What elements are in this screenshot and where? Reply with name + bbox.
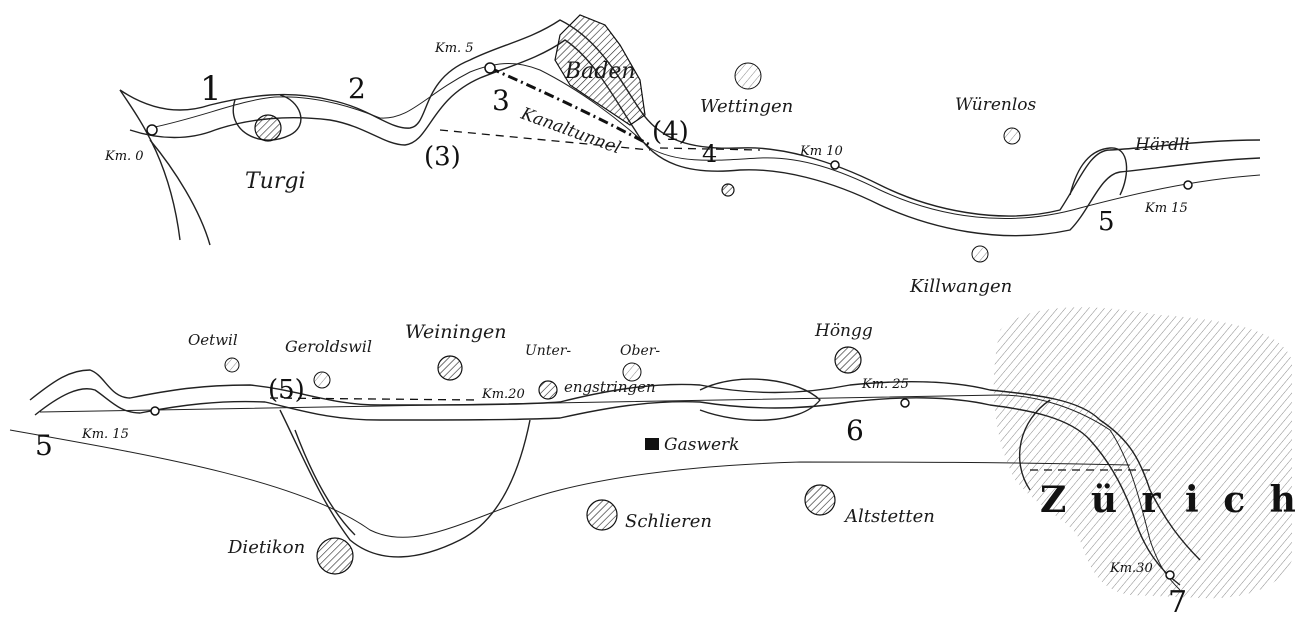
label-number-4: 4: [702, 140, 717, 168]
label-km5: Km. 5: [434, 41, 474, 56]
km0-marker: [146, 124, 158, 136]
km25-marker: [900, 398, 910, 408]
wurenlos-town-circle: [1003, 127, 1021, 145]
label-wurenlos: Würenlos: [955, 95, 1037, 115]
label-hongg: Höngg: [814, 321, 873, 341]
baden-town-area: [554, 14, 646, 126]
wettingen-town-circle: [734, 62, 762, 90]
railway-bottom: [39, 394, 1181, 591]
label-km25: Km. 25: [861, 377, 909, 392]
label-baden: Baden: [564, 59, 636, 84]
label-km30: Km.30: [1109, 561, 1153, 576]
label-geroldswil: Geroldswil: [285, 337, 372, 356]
label-zurich: Z ü r i c h: [1040, 479, 1298, 521]
label-gaswerk: Gaswerk: [664, 435, 739, 455]
river-spur-zurich: [1018, 399, 1051, 491]
label-oetwil: Oetwil: [188, 331, 238, 349]
label-number-1: 1: [200, 69, 222, 109]
label-hardli: Härdli: [1134, 135, 1190, 155]
killwangen-town-circle: [971, 245, 989, 263]
unterengstringen-town-circle: [538, 380, 558, 400]
km30-marker: [1165, 570, 1175, 580]
railway-bottom-2: [9, 429, 1131, 538]
km5-marker: [484, 62, 496, 74]
oetwil-town-circle: [224, 357, 240, 373]
label-km15-top: Km 15: [1144, 201, 1188, 216]
river-oxbow-turgi: [232, 94, 302, 141]
dashed-connector-4: [659, 147, 761, 151]
turgi-town-circle: [254, 114, 282, 142]
label-km10: Km 10: [799, 144, 843, 159]
label-ober: Ober-: [620, 343, 660, 359]
river-bank-top-south: [129, 39, 1261, 237]
label-number-3p: (3): [424, 142, 461, 172]
river-bank-bottom-south: [34, 388, 1181, 586]
label-number-5p: (5): [268, 375, 305, 405]
label-number-5-bottom: 5: [35, 429, 53, 462]
label-number-3: 3: [492, 84, 510, 117]
km10-marker: [830, 160, 840, 170]
canal-tunnel-line: [489, 66, 651, 147]
geroldswil-town-circle: [313, 371, 331, 389]
river-loop-dietikon: [279, 409, 531, 558]
label-number-5-top: 5: [1098, 207, 1115, 237]
river-branch-left: [119, 89, 181, 241]
label-dietikon: Dietikon: [227, 537, 305, 558]
label-number-2: 2: [348, 72, 366, 105]
oberengstringen-town-circle: [622, 362, 642, 382]
river-branch-left-2: [149, 139, 211, 246]
zurich-city-area: [993, 307, 1292, 599]
label-number-4p: (4): [652, 117, 689, 147]
dietikon-town-circle: [316, 537, 354, 575]
baden-small-circle: [721, 183, 735, 197]
label-km20: Km.20: [481, 387, 525, 402]
label-weiningen: Weiningen: [405, 321, 507, 343]
label-schlieren: Schlieren: [625, 511, 712, 532]
river-loop-dietikon-inner: [294, 429, 356, 536]
river-bank-bottom-north: [29, 369, 1201, 561]
label-number-7: 7: [1168, 585, 1187, 620]
dashed-connector-3: [439, 129, 651, 151]
gaswerk-symbol: [645, 438, 659, 450]
label-altstetten: Altstetten: [843, 506, 935, 527]
dashed-connector-5: [269, 397, 481, 401]
altstetten-town-circle: [804, 484, 836, 516]
label-turgi: Turgi: [245, 169, 305, 194]
label-km15-bottom: Km. 15: [81, 427, 129, 442]
label-number-6: 6: [846, 414, 864, 447]
river-loop-hongg: [699, 378, 821, 421]
weiningen-town-circle: [437, 355, 463, 381]
label-km0: Km. 0: [104, 149, 144, 164]
label-unter: Unter-: [525, 343, 571, 359]
hongg-town-circle: [834, 346, 862, 374]
river-loop-hardli: [1069, 147, 1128, 196]
km15-marker-top: [1183, 180, 1193, 190]
label-killwangen: Killwangen: [909, 276, 1012, 297]
schlieren-town-circle: [586, 499, 618, 531]
km15-marker-bottom: [150, 406, 160, 416]
label-engstringen: engstringen: [564, 378, 656, 396]
label-wettingen: Wettingen: [700, 96, 793, 117]
